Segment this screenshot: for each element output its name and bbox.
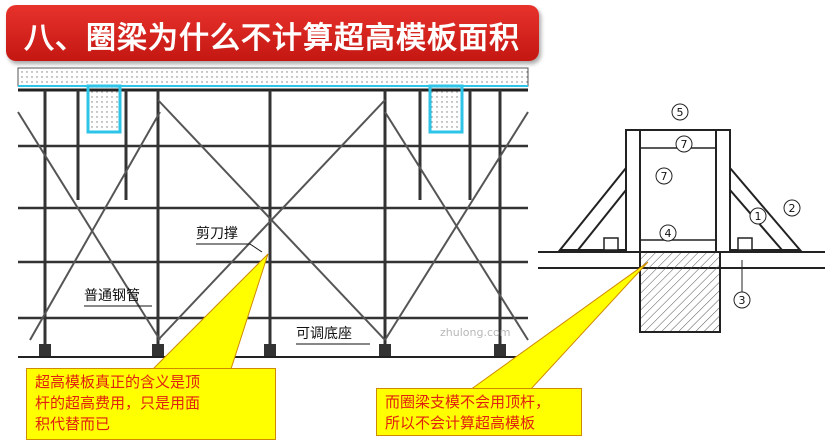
watermark: zhulong.com xyxy=(440,326,510,339)
wedge-block xyxy=(603,237,619,251)
callout-pointer xyxy=(148,253,269,373)
cross-brace xyxy=(157,99,386,341)
callout-number: 1 xyxy=(755,210,762,223)
label-scissor-brace: 剪刀撑 xyxy=(196,226,238,242)
right-section: 5 7 7 1 2 4 3 xyxy=(468,103,825,391)
note-line: 而圈梁支模不会用顶杆， xyxy=(385,393,551,411)
adjustable-base xyxy=(379,344,391,356)
callout-number: 7 xyxy=(661,170,668,183)
cross-brace xyxy=(17,111,161,341)
note-right: 而圈梁支模不会用顶杆， 所以不会计算超高模板 xyxy=(376,388,582,436)
note-line: 所以不会计算超高模板 xyxy=(385,414,536,432)
form-side-right xyxy=(715,129,731,253)
callout-number: 2 xyxy=(789,202,796,215)
callout-number: 3 xyxy=(739,294,746,307)
left-elevation: 剪刀撑 普通钢管 可调底座 xyxy=(17,67,529,373)
callout-number: 5 xyxy=(677,106,684,119)
callout-number: 7 xyxy=(681,138,688,151)
note-line: 积代替而已 xyxy=(35,415,111,433)
callout-circle xyxy=(659,224,677,242)
note-line: 超高模板真正的含义是顶 xyxy=(35,373,201,391)
form-side-left xyxy=(625,129,641,253)
callout-number: 4 xyxy=(665,227,672,240)
adjustable-base xyxy=(39,344,51,356)
ring-beam xyxy=(86,84,122,134)
adjustable-base xyxy=(494,344,506,356)
page-title: 八、圈梁为什么不计算超高模板面积 xyxy=(24,21,520,56)
callout-circle xyxy=(655,167,673,185)
title-banner: 八、圈梁为什么不计算超高模板面积 xyxy=(6,5,539,61)
callout-circle xyxy=(749,207,767,225)
leader-line xyxy=(249,243,263,253)
cross-brace xyxy=(384,111,529,341)
label-steel-pipe: 普通钢管 xyxy=(84,288,140,304)
ring-beam xyxy=(428,84,464,134)
label-adjustable-base: 可调底座 xyxy=(296,326,352,342)
brace-diagonal xyxy=(577,189,627,251)
callout-circle xyxy=(783,199,801,217)
brace-triangle-right xyxy=(729,165,803,251)
adjustable-base xyxy=(152,344,164,356)
adjustable-base xyxy=(264,344,276,356)
wall-section xyxy=(639,251,721,333)
wedge-block xyxy=(737,237,753,251)
concrete-slab xyxy=(17,67,529,87)
brace-triangle-left xyxy=(557,165,627,251)
note-line: 杆的超高费用，只是用面 xyxy=(35,394,201,412)
note-left: 超高模板真正的含义是顶 杆的超高费用，只是用面 积代替而已 xyxy=(26,368,276,440)
callout-circle xyxy=(671,103,689,121)
callout-circle xyxy=(675,135,693,153)
cross-brace xyxy=(29,111,161,341)
